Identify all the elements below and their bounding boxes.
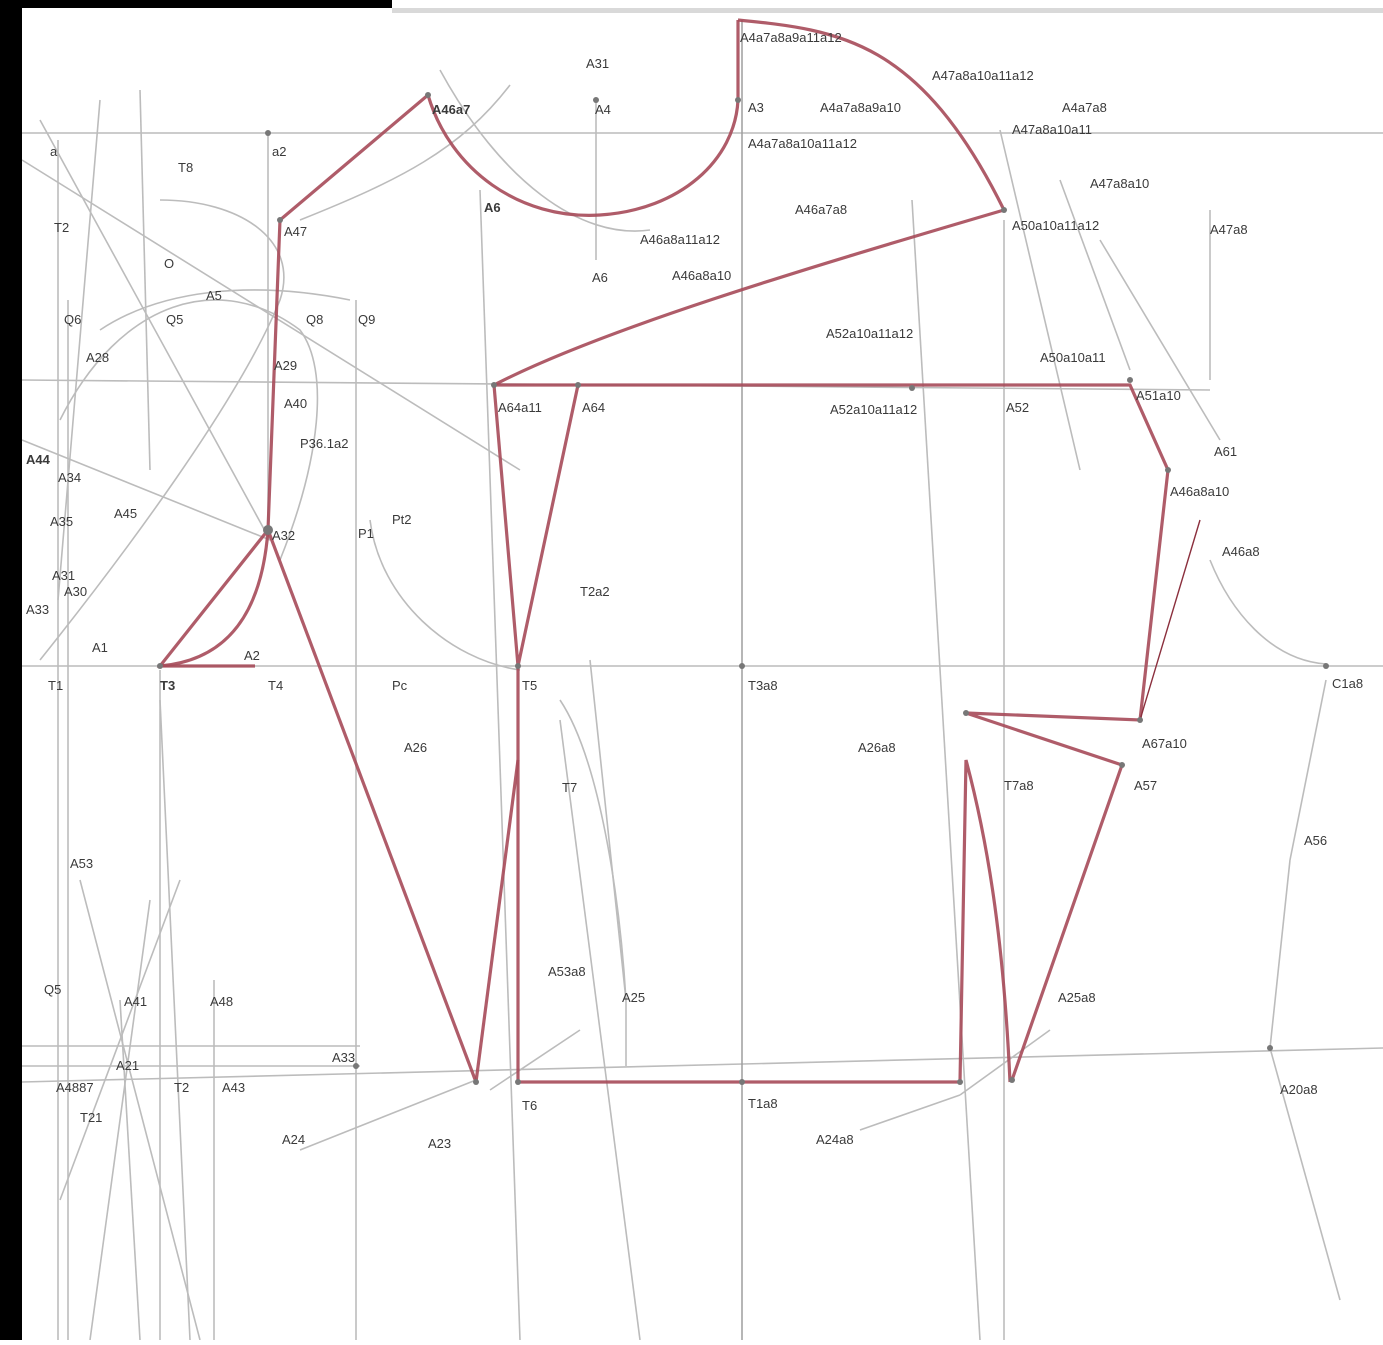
label-A2: A2 (244, 648, 260, 663)
label-A40: A40 (284, 396, 307, 411)
label-A20a8: A20a8 (1280, 1082, 1318, 1097)
label-A34: A34 (58, 470, 81, 485)
label-A64a11: A64a11 (498, 400, 542, 415)
label-A24: A24 (282, 1132, 305, 1147)
label-A32: A32 (272, 528, 295, 543)
label-A31: A31 (586, 56, 609, 71)
label-A6: A6 (592, 270, 608, 285)
label-C1a8: C1a8 (1332, 676, 1363, 691)
label-A25: A25 (622, 990, 645, 1005)
label-Q9: Q9 (358, 312, 375, 327)
label-A4: A4 (595, 102, 611, 117)
label-Q5b: Q5 (44, 982, 61, 997)
construction-points (157, 92, 1329, 1085)
label-A52: A52 (1006, 400, 1029, 415)
label-A53: A53 (70, 856, 93, 871)
label-T2b: T2 (174, 1080, 189, 1095)
label-T1a8: T1a8 (748, 1096, 778, 1111)
label-A56: A56 (1304, 833, 1327, 848)
label-A25a8: A25a8 (1058, 990, 1096, 1005)
label-A46a8: A46a8 (1222, 544, 1260, 559)
label-A6b: A6 (484, 200, 501, 215)
label-T8: T8 (178, 160, 193, 175)
label-A51a10: A51a10 (1136, 388, 1181, 403)
label-Q8: Q8 (306, 312, 323, 327)
label-T4: T4 (268, 678, 283, 693)
label-P1: P1 (358, 526, 374, 541)
label-A45: A45 (114, 506, 137, 521)
label-T2: T2 (54, 220, 69, 235)
label-A67a10: A67a10 (1142, 736, 1187, 751)
label-A64: A64 (582, 400, 605, 415)
label-A3: A3 (748, 100, 764, 115)
top-black-border (0, 0, 392, 8)
label-A4a7a8a10a11a12: A4a7a8a10a11a12 (748, 136, 857, 151)
label-Q5: Q5 (166, 312, 183, 327)
label-T7a8: T7a8 (1004, 778, 1034, 793)
label-A46a8a10: A46a8a10 (672, 268, 731, 283)
label-T1: T1 (48, 678, 63, 693)
label-A26: A26 (404, 740, 427, 755)
label-A53a8: A53a8 (548, 964, 586, 979)
left-black-border (0, 0, 22, 1340)
label-A4887: A4887 (56, 1080, 94, 1095)
label-O: O (164, 256, 174, 271)
pattern-outlines (156, 18, 1201, 1084)
label-A57: A57 (1134, 778, 1157, 793)
label-A47a8a10: A47a8a10 (1090, 176, 1149, 191)
label-T7: T7 (562, 780, 577, 795)
label-Q6: Q6 (64, 312, 81, 327)
label-T5: T5 (522, 678, 537, 693)
point-labels: A31 A4 A3 A4a7a8a9a11a12 A47a8a10a11a12 … (26, 30, 1363, 1151)
label-A47: A47 (284, 224, 307, 239)
label-A47a8: A47a8 (1210, 222, 1248, 237)
construction-lines (21, 20, 1383, 1341)
label-A29: A29 (274, 358, 297, 373)
label-T3: T3 (160, 678, 175, 693)
label-A52a10a11a12: A52a10a11a12 (826, 326, 913, 341)
label-T3a8: T3a8 (748, 678, 778, 693)
label-A41: A41 (124, 994, 147, 1009)
label-A61: A61 (1214, 444, 1237, 459)
label-a2: a2 (272, 144, 286, 159)
label-A43: A43 (222, 1080, 245, 1095)
label-A44: A44 (26, 452, 51, 467)
label-Pt2: Pt2 (392, 512, 412, 527)
top-gray-border (392, 8, 1383, 13)
label-A50a10a11a12: A50a10a11a12 (1012, 218, 1099, 233)
label-A31b: A31 (52, 568, 75, 583)
label-A23: A23 (428, 1136, 451, 1151)
label-a: a (50, 144, 58, 159)
label-A35: A35 (50, 514, 73, 529)
label-A24a8: A24a8 (816, 1132, 854, 1147)
label-A5: A5 (206, 288, 222, 303)
label-P36a2: P36.1a2 (300, 436, 348, 451)
label-A1: A1 (92, 640, 108, 655)
label-T6: T6 (522, 1098, 537, 1113)
label-A46a7a8: A46a7a8 (795, 202, 847, 217)
label-A46a7: A46a7 (432, 102, 470, 117)
label-A4a7a8: A4a7a8 (1062, 100, 1107, 115)
label-T2a2: T2a2 (580, 584, 610, 599)
label-A47a8a10a11: A47a8a10a11 (1012, 122, 1092, 137)
label-A4a7a8a9a11a12: A4a7a8a9a11a12 (740, 30, 842, 45)
label-Pc: Pc (392, 678, 408, 693)
label-A28: A28 (86, 350, 109, 365)
label-A46a8a10b: A46a8a10 (1170, 484, 1229, 499)
label-A4a7a8a9a10: A4a7a8a9a10 (820, 100, 901, 115)
label-A50a10a11: A50a10a11 (1040, 350, 1106, 365)
label-A46a8a11a12: A46a8a11a12 (640, 232, 720, 247)
label-T21: T21 (80, 1110, 102, 1125)
label-A26a8: A26a8 (858, 740, 896, 755)
label-A48: A48 (210, 994, 233, 1009)
label-A30: A30 (64, 584, 87, 599)
label-A33: A33 (26, 602, 49, 617)
label-A21: A21 (116, 1058, 139, 1073)
label-A47a8a10a11a12: A47a8a10a11a12 (932, 68, 1034, 83)
label-A52a10a11a12b: A52a10a11a12 (830, 402, 917, 417)
label-A33b: A33 (332, 1050, 355, 1065)
